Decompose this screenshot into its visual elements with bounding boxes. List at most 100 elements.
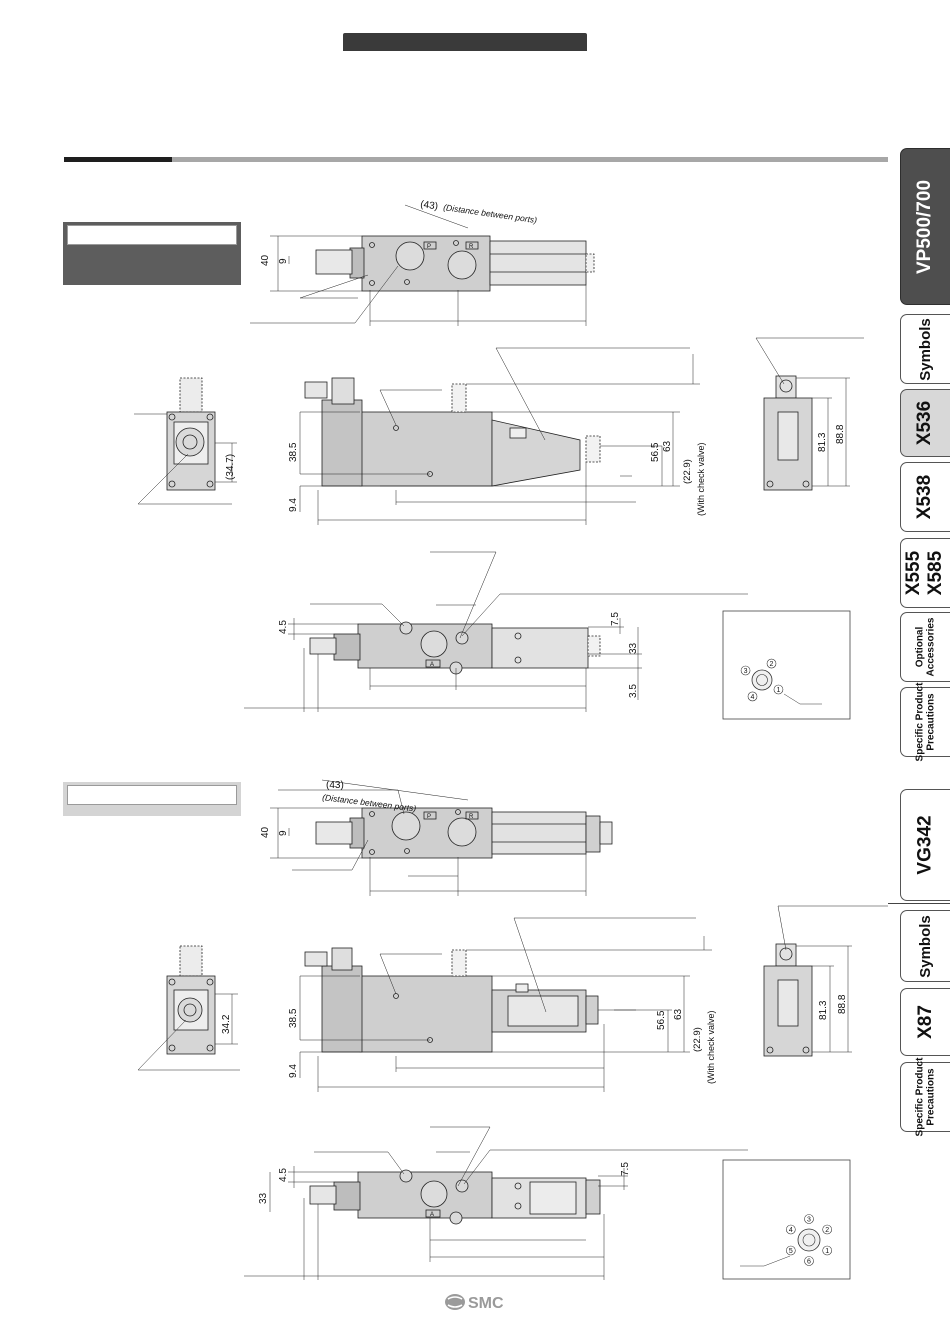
dim-right-b: 88.8	[835, 424, 846, 444]
pin-callout	[786, 1245, 796, 1256]
dim-right-a: 81.3	[818, 1000, 829, 1020]
tab-x538[interactable]: X538	[900, 462, 950, 532]
tab-x536[interactable]: X536	[900, 389, 950, 457]
dim-side-d: 63	[662, 440, 673, 452]
pin-callout	[740, 665, 751, 676]
section-rule-accent	[64, 157, 172, 162]
pin-number: 3	[744, 668, 748, 675]
dim-side-a: 38.5	[288, 442, 299, 462]
end-view-2	[137, 945, 240, 1071]
section-label-panel-2	[63, 782, 241, 816]
dim-side-e: (22.9)	[692, 1027, 703, 1052]
tab-label: X538	[914, 474, 936, 520]
right-view-1	[755, 337, 864, 491]
dim-offset: 9	[278, 830, 289, 836]
right-view-2	[763, 905, 888, 1057]
pin-number: 6	[807, 1259, 811, 1266]
pin-callout	[822, 1245, 832, 1256]
section-label-panel-1	[63, 222, 241, 285]
port-label-p: P	[427, 814, 431, 820]
dim-port-distance: (43)	[326, 780, 344, 791]
tab-x87[interactable]: X87	[900, 988, 950, 1056]
tab-vg342[interactable]: VG342	[900, 789, 950, 901]
dim-end-width: 34.2	[221, 1014, 232, 1034]
smc-logo-text: SMC	[468, 1295, 504, 1312]
connector-inset-2: 1 2 3 4 5 6	[722, 1159, 851, 1280]
tab-label: X87	[914, 1005, 936, 1039]
dim-bottom-c: 33	[628, 642, 639, 654]
dim-end-width: (34.7)	[225, 454, 236, 480]
dim-offset: 9	[278, 258, 289, 264]
dim-port-distance-note: (Distance between ports)	[443, 202, 538, 225]
dim-bottom-a: 4.5	[278, 620, 289, 634]
dim-right-a: 81.3	[817, 432, 828, 452]
tab-divider	[888, 903, 950, 904]
tab-vp500-700[interactable]: VP500/700	[900, 148, 950, 305]
pin-callout	[773, 684, 784, 695]
dim-side-e-note: (With check valve)	[706, 1010, 716, 1084]
tab-label: Symbols	[917, 317, 934, 381]
header-bar	[343, 33, 587, 51]
bottom-view-1	[244, 551, 748, 712]
dim-bottom-b: 7.5	[620, 1162, 631, 1176]
tab-symbols-1[interactable]: Symbols	[900, 314, 950, 384]
tab-symbols-2[interactable]: Symbols	[900, 910, 950, 982]
dim-height: 40	[260, 254, 271, 266]
drawing-1: (43) (Distance between ports) 40 9 P R	[134, 199, 864, 712]
top-view-2	[270, 779, 613, 896]
pin-callout	[786, 1224, 796, 1235]
port-label-r: R	[469, 814, 474, 820]
pin-callout	[822, 1224, 832, 1235]
pin-number: 4	[789, 1227, 793, 1234]
dim-side-d: 63	[673, 1008, 684, 1020]
pin-callout	[747, 691, 758, 702]
pin-number: 2	[825, 1227, 829, 1234]
dim-bottom-d: 3.5	[628, 684, 639, 698]
pin-number: 3	[807, 1217, 811, 1224]
dim-side-c: 56.5	[650, 442, 661, 462]
dim-bottom-b: 7.5	[610, 612, 621, 626]
tab-label: VG342	[914, 815, 936, 875]
port-label-p: P	[427, 244, 431, 250]
pin-callout	[804, 1256, 814, 1266]
dim-bottom-a: 4.5	[278, 1168, 289, 1182]
dim-port-distance: (43)	[420, 199, 439, 212]
tab-label: Symbols	[917, 914, 934, 978]
dim-side-a: 38.5	[288, 1008, 299, 1028]
dim-side-b: 9.4	[288, 498, 299, 512]
dim-side-b: 9.4	[288, 1064, 299, 1078]
bottom-view-2	[244, 1126, 748, 1280]
pin-number: 1	[777, 687, 781, 694]
pin-callout	[804, 1214, 814, 1224]
port-label-a: A	[430, 662, 434, 668]
tab-label: X536	[914, 400, 936, 446]
dim-bottom-c: 33	[258, 1192, 269, 1204]
pin-number: 5	[789, 1248, 793, 1255]
pin-number: 1	[825, 1248, 829, 1255]
pin-number: 2	[770, 661, 774, 668]
dim-right-b: 88.8	[837, 994, 848, 1014]
dim-side-e-note: (With check valve)	[696, 442, 706, 516]
side-view-1	[299, 347, 700, 525]
top-view-1	[250, 204, 595, 326]
section-rule	[64, 157, 888, 162]
section-label-strip	[67, 225, 237, 245]
section-label-strip	[67, 785, 237, 805]
side-view-2	[299, 917, 712, 1092]
smc-logo: SMC	[445, 1294, 504, 1312]
end-view-1	[134, 377, 237, 505]
pin-callout	[766, 658, 777, 669]
dim-side-e: (22.9)	[682, 459, 693, 484]
dim-height: 40	[260, 826, 271, 838]
